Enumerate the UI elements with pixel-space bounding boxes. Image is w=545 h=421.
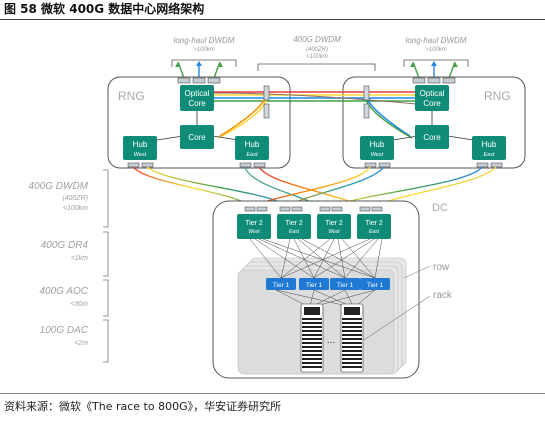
link-type-label: 400G DWDM — [29, 181, 89, 192]
link-type-sublabel: <30m — [70, 301, 88, 308]
optical-port — [363, 85, 370, 101]
tier1-node — [266, 278, 296, 290]
core-label: Core — [188, 133, 206, 142]
right-uplink-arrows — [410, 61, 458, 79]
hub-west-node — [123, 136, 157, 160]
rack-pointer — [363, 295, 431, 341]
tier1-rack-links — [275, 289, 376, 307]
tier2-label: Tier 2 — [365, 220, 383, 227]
hub-sublabel: East — [246, 152, 257, 158]
left-dwdm-sublabel: >100km — [193, 47, 215, 53]
hub-west-node — [360, 136, 394, 160]
hub-label: Hub — [482, 140, 497, 149]
hub-label: Hub — [370, 140, 385, 149]
left-dwdm-label: long-haul DWDM — [174, 36, 235, 45]
rack-label: rack — [433, 290, 453, 301]
tier2-tier1-links — [249, 238, 383, 279]
optical-core-ports-left — [177, 77, 221, 84]
right-dwdm-bracket — [403, 59, 469, 67]
server-rack — [300, 303, 324, 373]
link-type-label: 400G DR4 — [41, 240, 89, 251]
mid-dwdm-label: 400G DWDM — [293, 35, 341, 44]
tier2-node — [317, 214, 351, 239]
tier2-label: Tier 2 — [285, 220, 303, 227]
optical-core-label: Optical — [185, 89, 210, 98]
source-note: 资料来源：微软《The race to 800G》，华安证券研究所 — [4, 400, 282, 413]
core-label: Core — [423, 133, 441, 142]
tier2-sublabel: West — [248, 229, 260, 235]
tier1-label: Tier 1 — [337, 282, 354, 289]
rng-right-label: RNG — [484, 89, 511, 103]
server-rack — [340, 303, 364, 373]
tier2-sublabel: East — [369, 229, 380, 235]
row-pointer — [403, 265, 431, 279]
source-rule — [0, 393, 545, 394]
hub-east-node — [235, 136, 269, 160]
link-type-sublabel: (400ZR) — [62, 195, 88, 202]
optical-core-label: Core — [423, 99, 441, 108]
left-uplink-arrows — [175, 61, 223, 79]
optical-core-node — [415, 85, 449, 111]
hub-sublabel: West — [371, 152, 384, 158]
optical-port — [363, 103, 370, 119]
tier1-node — [299, 278, 329, 290]
rng-left-label: RNG — [118, 89, 145, 103]
dc-label: DC — [432, 202, 448, 214]
link-type-sublabel: <2m — [74, 340, 88, 347]
row-label: row — [433, 262, 450, 273]
tier1-label: Tier 1 — [273, 282, 290, 289]
optical-core-label: Optical — [420, 89, 445, 98]
tier2-sublabel: East — [289, 229, 300, 235]
tier1-node — [330, 278, 360, 290]
tier2-label: Tier 2 — [245, 220, 263, 227]
tier1-label: Tier 1 — [367, 282, 384, 289]
rng-internal-links — [156, 110, 474, 141]
hub-sublabel: East — [483, 152, 494, 158]
tier2-ports — [244, 206, 383, 212]
mid-dwdm-bracket — [257, 63, 376, 71]
tier2-label: Tier 2 — [325, 220, 343, 227]
optical-port — [263, 103, 270, 119]
core-node — [415, 125, 449, 149]
optical-core-node — [180, 85, 214, 111]
tier1-node — [360, 278, 390, 290]
left-dwdm-bracket — [171, 59, 237, 67]
hub-label: Hub — [133, 140, 148, 149]
hub-east-node — [472, 136, 506, 160]
link-type-label: 400G AOC — [39, 286, 88, 297]
title-rule — [0, 19, 545, 20]
optical-port — [263, 85, 270, 101]
link-type-label: 100G DAC — [40, 325, 89, 336]
hub-label: Hub — [245, 140, 260, 149]
right-dwdm-sublabel: >100km — [425, 47, 447, 53]
optical-core-ports-right — [412, 77, 456, 84]
mid-dwdm-sublabel: (400ZR) — [306, 47, 328, 53]
core-node — [180, 125, 214, 149]
tier2-sublabel: West — [328, 229, 340, 235]
right-dwdm-label: long-haul DWDM — [406, 36, 467, 45]
mid-dwdm-sublabel-2: <100km — [306, 54, 328, 60]
link-type-sublabel: <100km — [63, 205, 88, 212]
optical-core-label: Core — [188, 99, 206, 108]
figure-title: 图 58 微软 400G 数据中心网络架构 — [4, 2, 205, 16]
rack-ellipsis: ... — [327, 335, 335, 346]
tier2-node — [277, 214, 311, 239]
tier2-node — [237, 214, 271, 239]
link-type-brackets — [103, 169, 109, 363]
hub-sublabel: West — [134, 152, 147, 158]
link-type-sublabel: <1km — [71, 255, 88, 262]
tier2-node — [357, 214, 391, 239]
tier1-label: Tier 1 — [306, 282, 323, 289]
